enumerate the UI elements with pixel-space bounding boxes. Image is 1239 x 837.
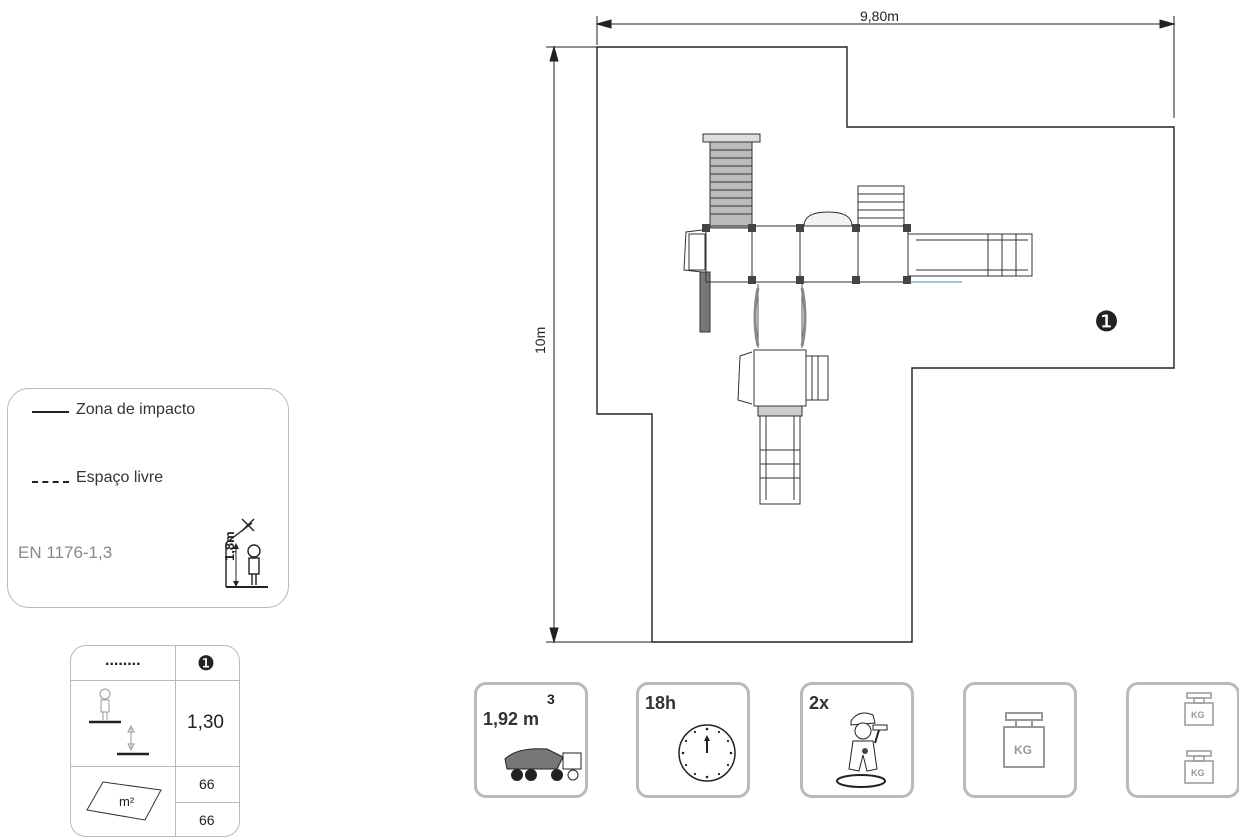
- width-dimension-label: 9,80m: [860, 8, 899, 24]
- ladder: [857, 185, 905, 227]
- area-value-2: 66: [199, 812, 215, 828]
- bridge: [753, 284, 807, 348]
- concrete-value: 1,92 m: [483, 709, 540, 729]
- platform-1: [705, 225, 753, 283]
- area-icon: [86, 781, 162, 821]
- legend-box: Zona de impacto Espaço livre EN 1176-1,3…: [7, 388, 289, 608]
- area-value-1: 66: [199, 776, 215, 792]
- concrete-exponent: 3: [547, 691, 555, 707]
- weight-single-card: KG: [963, 682, 1077, 798]
- platform-3: [799, 225, 859, 283]
- width-dimension: [595, 16, 1176, 118]
- bottom-slide: [757, 405, 803, 505]
- dashed-line-swatch: [32, 481, 69, 483]
- clock-icon: [678, 724, 736, 782]
- install-time-value: 18h: [645, 693, 677, 713]
- installers-card: 2x: [800, 682, 914, 798]
- free-height-label: 1,8m: [222, 531, 237, 561]
- platform-2: [751, 225, 801, 283]
- fall-height-icon: [89, 688, 149, 756]
- left-climber: [683, 229, 703, 273]
- weight-double-card: KG KG: [1126, 682, 1239, 798]
- weight-double-label-bottom: KG: [1191, 768, 1205, 778]
- height-dimension: [546, 45, 652, 644]
- weight-single-label: KG: [1014, 743, 1032, 757]
- area-marker: ❶: [1094, 306, 1120, 337]
- install-time-card: 18h: [636, 682, 750, 798]
- weight-double-label-top: KG: [1191, 710, 1205, 720]
- weight-icon: [1184, 692, 1214, 784]
- free-height-icon: [225, 518, 268, 588]
- free-space-label: Espaço livre: [76, 469, 164, 486]
- concrete-mixer-icon: [504, 748, 582, 781]
- platform-lower: [753, 349, 807, 407]
- worker-icon: [836, 712, 888, 788]
- area-unit: m²: [119, 794, 135, 809]
- dome-roof: [803, 211, 853, 227]
- platform-4: [857, 225, 909, 283]
- norm-label: EN 1176-1,3: [18, 543, 113, 562]
- spec-table: ........ ❶ 1,30 m² 66 66: [70, 645, 240, 837]
- spec-header-right: ❶: [197, 653, 215, 675]
- impact-zone-outline: [596, 46, 1175, 643]
- height-dimension-label: 10m: [532, 326, 548, 354]
- right-slide: [907, 233, 1033, 283]
- weight-icon: [1003, 712, 1045, 768]
- concrete-card: 1,92 m 3: [474, 682, 588, 798]
- playground-structure: [683, 133, 1033, 505]
- impact-zone-label: Zona de impacto: [76, 401, 196, 418]
- fall-height-value: 1,30: [187, 712, 224, 733]
- solid-line-swatch: [32, 411, 69, 413]
- installers-value: 2x: [809, 693, 830, 713]
- spec-header-left: ........: [105, 652, 141, 669]
- climbing-net: [702, 133, 761, 229]
